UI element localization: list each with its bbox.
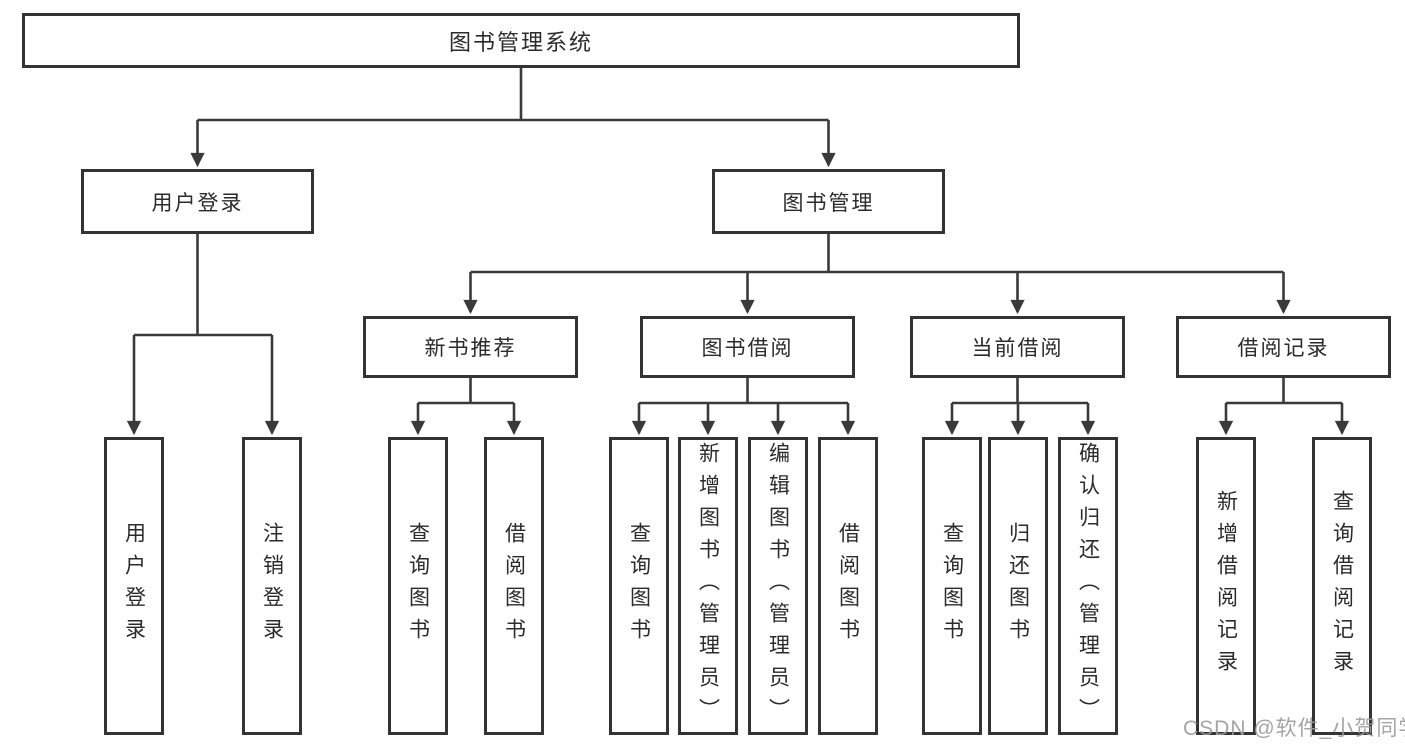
leaf-return-book: 归还图书 bbox=[988, 437, 1048, 735]
node-book-management-label: 图书管理 bbox=[782, 191, 875, 215]
node-borrow-records-label: 借阅记录 bbox=[1237, 337, 1330, 360]
leaf-edit-book-admin-label: 编辑图书（管理员） bbox=[766, 442, 790, 730]
leaf-logout-label: 注销登录 bbox=[260, 522, 284, 650]
leaf-user-login: 用户登录 bbox=[104, 437, 164, 735]
leaf-logout: 注销登录 bbox=[242, 437, 302, 735]
csdn-watermark: CSDN @软件_小贺同学 bbox=[1183, 717, 1405, 740]
node-user-login: 用户登录 bbox=[81, 169, 314, 234]
node-book-borrow: 图书借阅 bbox=[640, 316, 855, 378]
node-user-login-label: 用户登录 bbox=[151, 191, 244, 215]
leaf-query-book: 查询图书 bbox=[609, 437, 669, 735]
leaf-query-book-label: 查询图书 bbox=[627, 522, 651, 650]
leaf-confirm-return-admin: 确认归还（管理员） bbox=[1058, 437, 1118, 735]
leaf-confirm-return-admin-label: 确认归还（管理员） bbox=[1076, 442, 1100, 730]
leaf-query-book: 查询图书 bbox=[388, 437, 448, 735]
leaf-add-book-admin-label: 新增图书（管理员） bbox=[696, 442, 720, 730]
leaf-borrow-book: 借阅图书 bbox=[484, 437, 544, 735]
node-new-book-recommend: 新书推荐 bbox=[363, 316, 578, 378]
leaf-borrow-book-label: 借阅图书 bbox=[836, 522, 860, 650]
node-book-management: 图书管理 bbox=[712, 169, 945, 234]
node-current-borrow: 当前借阅 bbox=[910, 316, 1125, 378]
node-root: 图书管理系统 bbox=[22, 13, 1020, 68]
leaf-borrow-book: 借阅图书 bbox=[818, 437, 878, 735]
leaf-return-book-label: 归还图书 bbox=[1006, 522, 1030, 650]
leaf-add-borrow-record: 新增借阅记录 bbox=[1196, 437, 1256, 735]
leaf-add-book-admin: 新增图书（管理员） bbox=[678, 437, 738, 735]
leaf-query-book: 查询图书 bbox=[922, 437, 982, 735]
node-root-label: 图书管理系统 bbox=[448, 29, 593, 55]
leaf-edit-book-admin: 编辑图书（管理员） bbox=[748, 437, 808, 735]
leaf-query-book-label: 查询图书 bbox=[940, 522, 964, 650]
leaf-query-book-label: 查询图书 bbox=[406, 522, 430, 650]
leaf-borrow-book-label: 借阅图书 bbox=[502, 522, 526, 650]
leaf-user-login-label: 用户登录 bbox=[122, 522, 146, 650]
node-new-book-recommend-label: 新书推荐 bbox=[424, 337, 517, 360]
leaf-query-borrow-record-label: 查询借阅记录 bbox=[1330, 490, 1354, 682]
leaf-query-borrow-record: 查询借阅记录 bbox=[1312, 437, 1372, 735]
node-borrow-records: 借阅记录 bbox=[1176, 316, 1391, 378]
leaf-add-borrow-record-label: 新增借阅记录 bbox=[1214, 490, 1238, 682]
node-book-borrow-label: 图书借阅 bbox=[701, 337, 794, 360]
node-current-borrow-label: 当前借阅 bbox=[971, 337, 1064, 360]
